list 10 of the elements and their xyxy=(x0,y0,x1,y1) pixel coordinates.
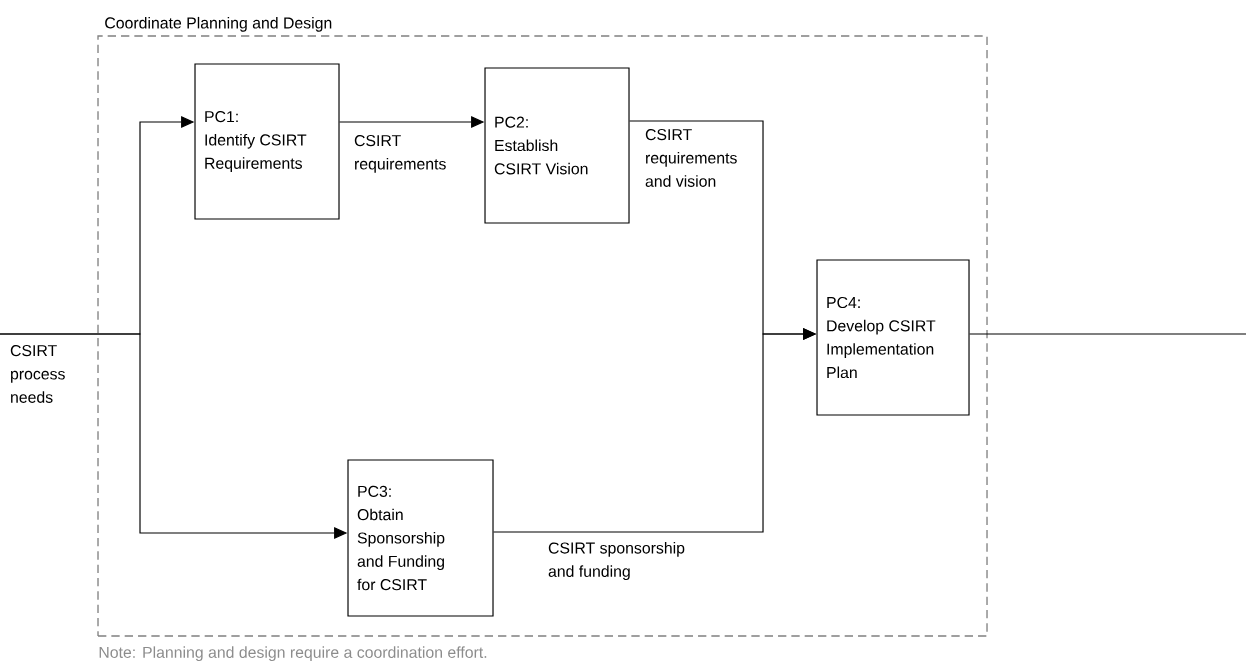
process-box: PC1: Identify CSIRT Requirements xyxy=(194,63,340,220)
edge-label: CSIRT sponsorship and funding xyxy=(546,540,690,582)
node-label: Coordinate Planning and Design xyxy=(105,16,332,32)
process-box: PC2: Establish CSIRT Vision xyxy=(484,67,630,224)
edge-label: CSIRT requirements xyxy=(352,133,456,175)
process-box: PC4: Develop CSIRT Implementation Plan xyxy=(816,259,970,416)
edge-label: CSIRT requirements and vision xyxy=(643,127,747,189)
edge-label: CSIRT process needs xyxy=(8,343,82,405)
process-box: PC3: Obtain Sponsorship and Funding for CSIRT xyxy=(347,459,494,617)
note-text: Note: Planning and design require a coordination effort. xyxy=(99,646,487,662)
